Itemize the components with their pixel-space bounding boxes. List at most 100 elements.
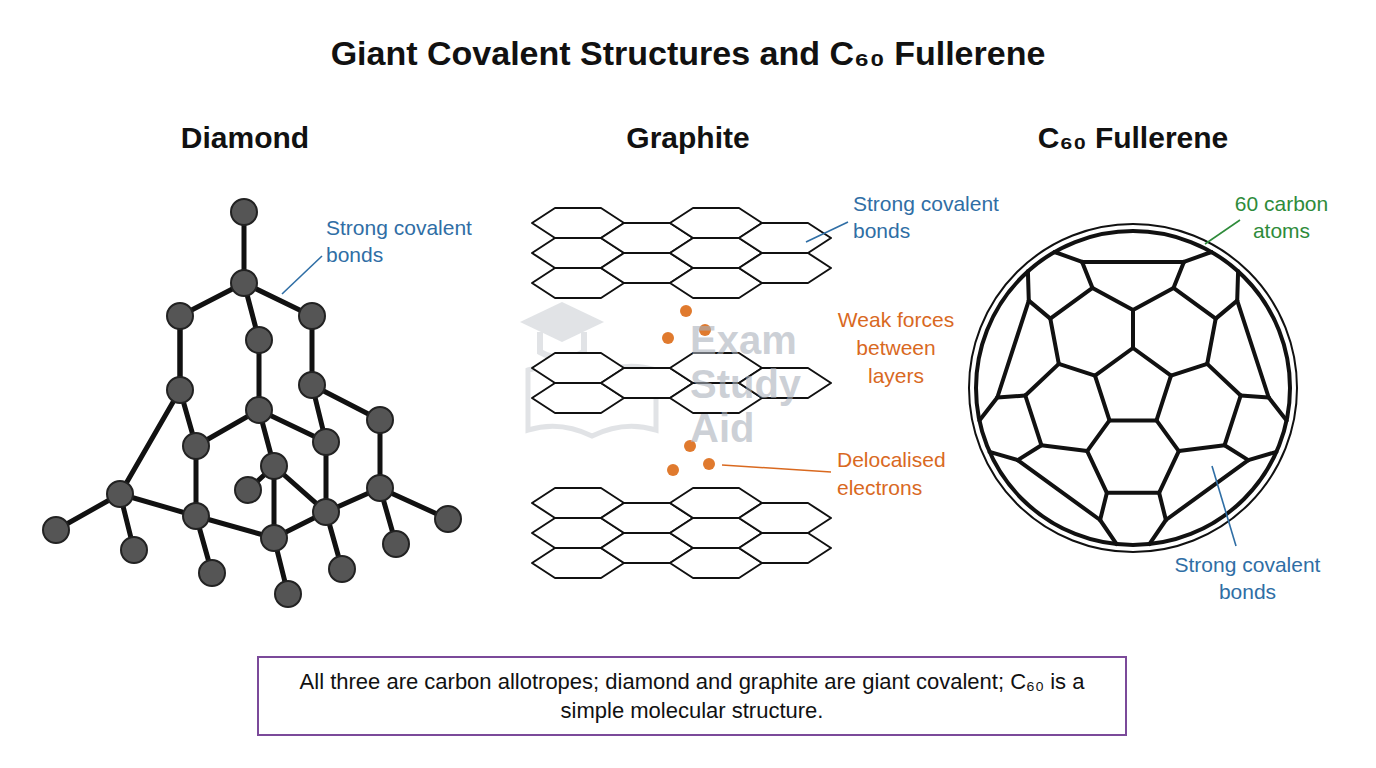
- covalent-bond: [1133, 348, 1171, 376]
- leader-line: [806, 222, 848, 242]
- covalent-bond: [1171, 364, 1207, 376]
- covalent-bond: [1225, 445, 1249, 460]
- electrons-label: Delocalised electrons: [837, 446, 967, 502]
- covalent-bond: [1025, 364, 1059, 396]
- covalent-bond: [120, 390, 180, 494]
- covalent-bond: [1018, 445, 1042, 460]
- covalent-bond: [1100, 520, 1117, 544]
- carbon-atom: [121, 537, 147, 563]
- atoms-label: 60 carbon atoms: [1224, 190, 1339, 244]
- covalent-bond: [1241, 396, 1269, 398]
- carbon-atom: [235, 477, 261, 503]
- carbon-atom: [313, 429, 339, 455]
- covalent-bond: [1184, 252, 1212, 262]
- carbon-atom: [329, 556, 355, 582]
- covalent-bond: [1025, 396, 1041, 446]
- carbon-atom: [246, 397, 272, 423]
- carbon-atom: [383, 531, 409, 557]
- carbon-atom: [199, 560, 225, 586]
- covalent-bond: [1149, 520, 1166, 544]
- covalent-bond: [1095, 376, 1110, 421]
- diamond-structure: [43, 199, 461, 607]
- bond-label: Strong covalent bonds: [1160, 551, 1335, 605]
- covalent-bond: [1225, 396, 1241, 446]
- outer-sphere: [969, 224, 1297, 552]
- covalent-bond: [1207, 364, 1241, 396]
- electron-dot: [667, 464, 679, 476]
- carbon-atom: [231, 199, 257, 225]
- leader-line: [722, 465, 831, 472]
- leader-line: [282, 256, 322, 294]
- carbon-atom: [275, 581, 301, 607]
- bond-label: Strong covalent bonds: [853, 190, 1028, 244]
- covalent-bond: [1237, 301, 1269, 398]
- summary-box: All three are carbon allotropes; diamond…: [257, 656, 1127, 736]
- covalent-bond: [1095, 348, 1133, 376]
- cap-shape: [520, 302, 604, 342]
- covalent-bond: [979, 398, 997, 421]
- covalent-bond: [1131, 310, 1135, 348]
- covalent-bond: [1026, 271, 1031, 300]
- electron-dot: [662, 332, 674, 344]
- carbon-atom: [183, 433, 209, 459]
- covalent-bond: [1157, 376, 1172, 421]
- covalent-bond: [1207, 319, 1216, 364]
- covalent-bond: [1041, 445, 1087, 451]
- covalent-bond: [1029, 301, 1051, 319]
- carbon-atom: [367, 475, 393, 501]
- covalent-bond: [1107, 491, 1159, 495]
- carbon-atom: [261, 525, 287, 551]
- carbon-atom: [367, 407, 393, 433]
- carbon-atom: [435, 506, 461, 532]
- graphite-structure: [532, 208, 831, 578]
- carbon-atom: [231, 270, 257, 296]
- covalent-bond: [1087, 420, 1109, 451]
- covalent-bond: [1133, 288, 1174, 310]
- covalent-bond: [1050, 319, 1059, 364]
- watermark: Exam Study Aid: [690, 318, 820, 450]
- leader-lines: [282, 220, 1240, 546]
- covalent-bond: [1055, 252, 1083, 262]
- leader-line: [1212, 466, 1236, 546]
- covalent-bond: [1159, 493, 1166, 520]
- carbon-atom: [167, 377, 193, 403]
- covalent-bond: [1235, 271, 1240, 300]
- electron-dot: [680, 305, 692, 317]
- carbon-atom: [107, 481, 133, 507]
- graphite-hexagon: [739, 223, 831, 253]
- covalent-bond: [1216, 301, 1238, 319]
- electron-dot: [703, 458, 715, 470]
- carbon-atom: [183, 503, 209, 529]
- covalent-bond: [1110, 418, 1157, 422]
- covalent-bond: [1174, 262, 1184, 288]
- covalent-bond: [1059, 364, 1095, 376]
- carbon-atom: [246, 327, 272, 353]
- covalent-bond: [1050, 288, 1092, 319]
- covalent-bond: [1248, 452, 1276, 460]
- structure-heading: Diamond: [181, 119, 309, 157]
- summary-text: All three are carbon allotropes; diamond…: [277, 667, 1107, 725]
- covalent-bond: [1157, 420, 1179, 451]
- forces-label: Weak forces between layers: [826, 306, 966, 390]
- carbon-atom: [299, 303, 325, 329]
- covalent-bond: [1166, 460, 1248, 520]
- carbon-atom: [167, 303, 193, 329]
- graphite-hexagon: [739, 533, 831, 563]
- covalent-bond: [1100, 493, 1107, 520]
- covalent-bond: [1093, 288, 1134, 310]
- covalent-bond: [1082, 262, 1092, 288]
- covalent-bond: [1018, 460, 1100, 520]
- graphite-hexagon: [739, 253, 831, 283]
- carbon-atom: [299, 372, 325, 398]
- covalent-bond: [997, 396, 1025, 398]
- carbon-atom: [261, 453, 287, 479]
- bond-label: Strong covalent bonds: [326, 214, 501, 268]
- fullerene-structure: [969, 224, 1297, 552]
- covalent-bond: [1269, 398, 1287, 421]
- covalent-bond: [1087, 451, 1107, 493]
- carbon-atom: [313, 499, 339, 525]
- covalent-bond: [1082, 260, 1184, 264]
- structure-heading: Graphite: [626, 119, 749, 157]
- covalent-bond: [1159, 451, 1179, 493]
